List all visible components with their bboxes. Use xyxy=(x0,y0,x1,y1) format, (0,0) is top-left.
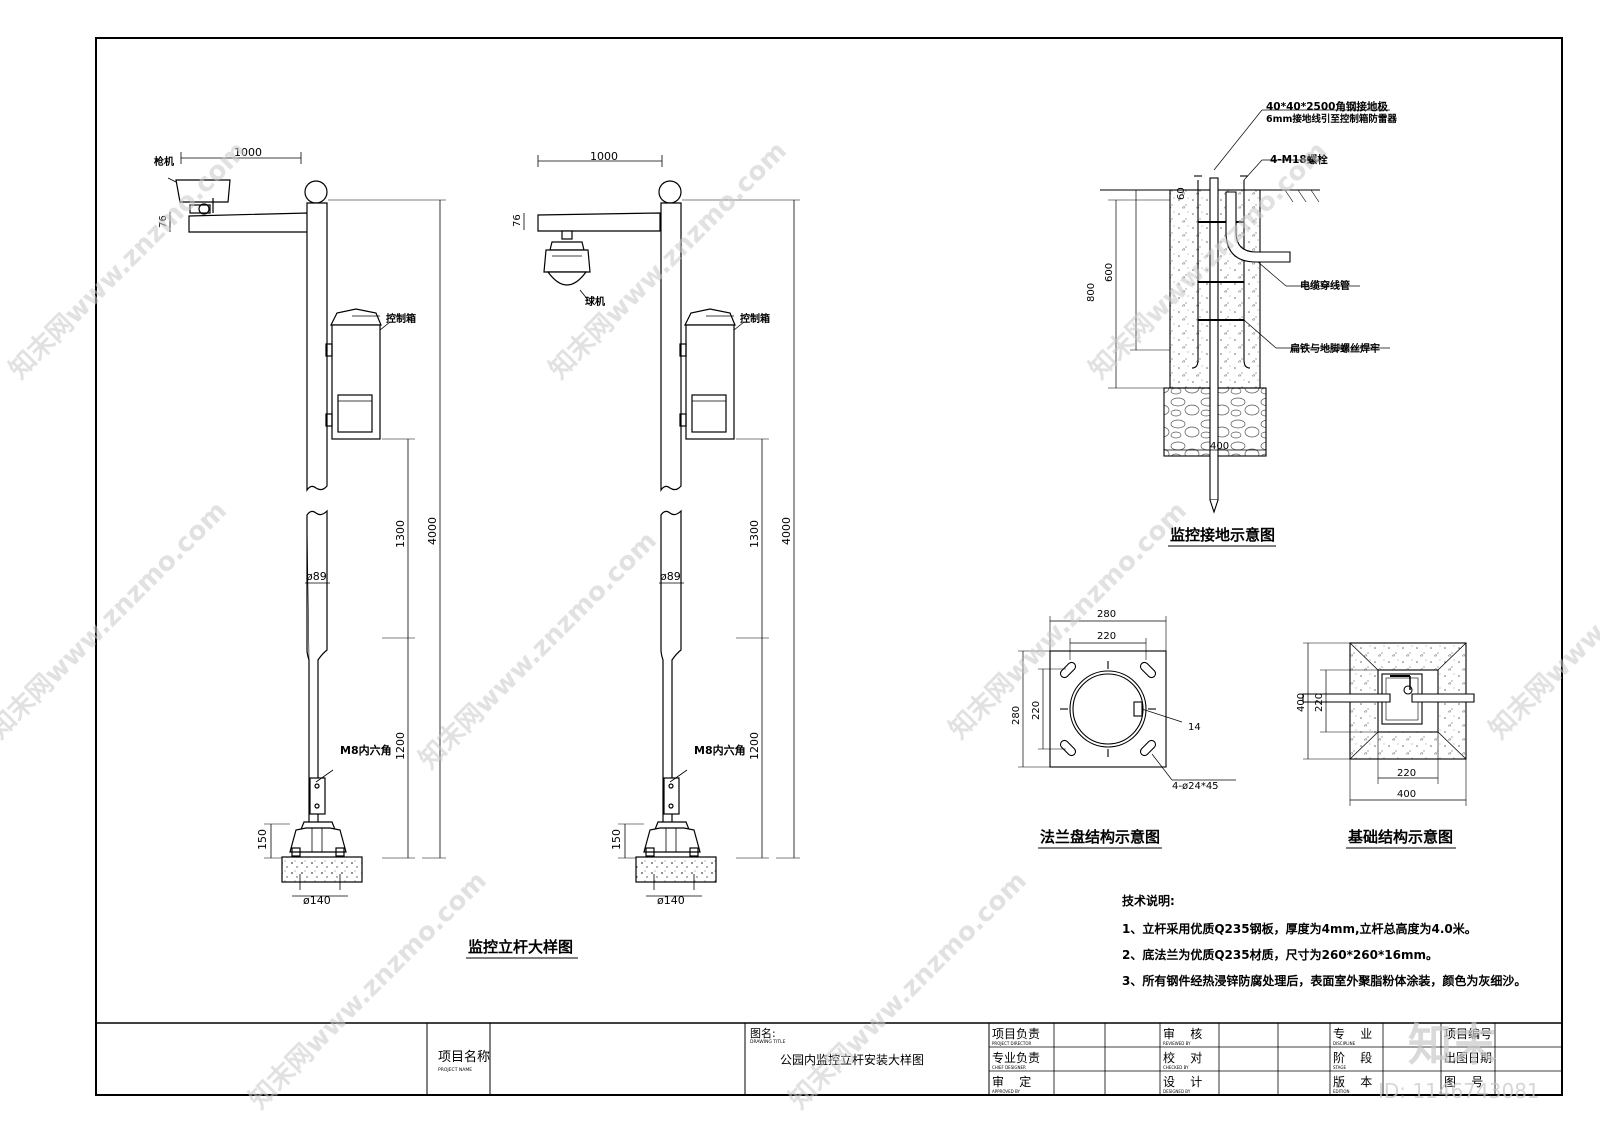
title-block xyxy=(96,1022,1562,1095)
watermark-text: 知末网www.znzmo.com xyxy=(0,496,233,745)
left-dim-base: 150 xyxy=(256,829,269,850)
left-pole-drawing xyxy=(167,152,446,897)
flange-plate-diagram xyxy=(1018,616,1236,781)
flange-dim-280-left: 280 xyxy=(1011,706,1022,725)
grounding-diagram xyxy=(1100,109,1390,514)
grounding-dim-60: 60 xyxy=(1176,187,1187,200)
title-project-name: 项目名称 xyxy=(438,1049,490,1065)
title-edition-en: EDITION xyxy=(1333,1089,1350,1094)
right-dim-total: 4000 xyxy=(780,517,793,545)
flange-dim-280-top: 280 xyxy=(1097,609,1116,620)
technical-notes: 技术说明: 1、立杆采用优质Q235钢板，厚度为4mm,立杆总高度为4.0米。 … xyxy=(1122,893,1526,988)
flange-thickness: 14 xyxy=(1188,722,1201,733)
title-project-director-en: PROJECT DIRECTOR xyxy=(992,1041,1032,1046)
right-dim-base: 150 xyxy=(610,829,623,850)
grounding-bolts: 4-M18螺栓 xyxy=(1270,153,1328,166)
right-bolt-label: M8内六角 xyxy=(694,743,746,757)
right-dim-upper: 1300 xyxy=(748,520,761,548)
title-designed-en: DESIGNED BY xyxy=(1163,1089,1191,1094)
grounding-flat-iron: 扁铁与地脚螺丝焊牢 xyxy=(1290,342,1380,355)
right-base-diameter: ø140 xyxy=(657,894,685,907)
title-designed: 设 计 xyxy=(1163,1075,1202,1089)
title-discipline: 专 业 xyxy=(1333,1026,1372,1041)
left-base-diameter: ø140 xyxy=(303,894,331,907)
title-project-director: 项目负责 xyxy=(992,1027,1040,1041)
title-drawing-label-en: DRAWING TITLE xyxy=(750,1039,786,1045)
right-dim-lower: 1200 xyxy=(748,732,761,760)
foundation-dim-220-left: 220 xyxy=(1314,693,1325,712)
title-reviewed-en: REVIEWED BY xyxy=(1163,1041,1191,1046)
title-project-name-en: PROJECT NAME xyxy=(438,1067,472,1073)
right-camera-label: 球机 xyxy=(585,295,605,308)
grounding-conduit: 电缆穿线管 xyxy=(1300,279,1350,292)
watermark-brand: 知末 xyxy=(1408,1020,1496,1071)
title-drawing-title: 公园内监控立杆安装大样图 xyxy=(780,1052,924,1067)
tech-note-1: 1、立杆采用优质Q235钢板，厚度为4mm,立杆总高度为4.0米。 xyxy=(1122,921,1477,936)
tech-note-2: 2、底法兰为优质Q235材质，尺寸为260*260*16mm。 xyxy=(1122,947,1438,962)
grounding-dim-800: 800 xyxy=(1086,283,1097,302)
title-approved-en: APPROVED BY xyxy=(992,1089,1021,1094)
watermark-text: 知末网www.znzmo.com xyxy=(1484,496,1600,745)
grounding-note-line2: 6mm接地线引至控制箱防雷器 xyxy=(1266,113,1397,125)
left-dim-lower: 1200 xyxy=(394,732,407,760)
drawing-frame xyxy=(95,37,1563,1096)
watermark-text: 知末网www.znzmo.com xyxy=(414,526,663,775)
flange-dim-220-left: 220 xyxy=(1031,701,1042,720)
right-arm-length: 1000 xyxy=(590,150,618,163)
right-pipe-diameter: ø89 xyxy=(660,570,681,583)
title-approved: 审 定 xyxy=(992,1074,1031,1089)
grounding-dim-600: 600 xyxy=(1104,263,1115,282)
foundation-title: 基础结构示意图 xyxy=(1347,828,1453,846)
grounding-dim-400: 400 xyxy=(1210,441,1229,452)
title-drawing-label: 图名: xyxy=(750,1026,776,1040)
pole-drawing-title: 监控立杆大样图 xyxy=(468,938,573,956)
flange-title: 法兰盘结构示意图 xyxy=(1040,828,1160,846)
title-reviewed: 审 核 xyxy=(1163,1026,1202,1041)
foundation-dim-400-bottom: 400 xyxy=(1397,789,1416,800)
title-checked-en: CHECKED BY xyxy=(1163,1065,1189,1070)
left-dim-upper: 1300 xyxy=(394,520,407,548)
right-arm-offset: 76 xyxy=(512,214,523,227)
left-dim-total: 4000 xyxy=(426,517,439,545)
left-arm-offset: 76 xyxy=(158,215,169,228)
flange-dim-220-top: 220 xyxy=(1097,631,1116,642)
title-chief-designer: 专业负责 xyxy=(992,1050,1040,1065)
title-checked: 校 对 xyxy=(1163,1050,1202,1065)
grounding-note-line1: 40*40*2500角钢接地极 xyxy=(1266,100,1388,113)
grounding-title: 监控接地示意图 xyxy=(1170,526,1275,544)
title-drawing-no: 图 号 xyxy=(1444,1075,1483,1089)
title-stage: 阶 段 xyxy=(1333,1050,1372,1065)
left-pipe-diameter: ø89 xyxy=(306,570,327,583)
title-project-no: 项目编号 xyxy=(1444,1026,1492,1041)
watermark-layer: 知末网www.znzmo.com 知末网www.znzmo.com 知末网www… xyxy=(0,136,1600,1115)
foundation-dim-400-left: 400 xyxy=(1296,693,1307,712)
watermark-id: ID: 1146743081 xyxy=(1378,1079,1540,1103)
left-cabinet-label: 控制箱 xyxy=(386,312,416,325)
title-chief-designer-en: CHIEF DESIGNER xyxy=(992,1065,1026,1070)
left-arm-length: 1000 xyxy=(234,146,262,159)
foundation-dim-220-bottom: 220 xyxy=(1397,768,1416,779)
watermark-text: 知末网www.znzmo.com xyxy=(244,866,493,1115)
flange-holes: 4-ø24*45 xyxy=(1172,781,1219,792)
title-date: 出图日期 xyxy=(1444,1051,1492,1065)
right-cabinet-label: 控制箱 xyxy=(740,312,770,325)
tech-notes-heading: 技术说明: xyxy=(1122,893,1175,908)
watermark-text: 知末网www.znzmo.com xyxy=(4,136,253,385)
title-edition: 版 本 xyxy=(1333,1075,1372,1089)
foundation-diagram xyxy=(1302,642,1475,806)
left-camera-label: 枪机 xyxy=(154,155,174,168)
right-pole-drawing xyxy=(523,155,800,897)
title-stage-en: STAGE xyxy=(1333,1065,1346,1070)
left-bolt-label: M8内六角 xyxy=(340,743,392,757)
tech-note-3: 3、所有钢件经热浸锌防腐处理后，表面室外聚脂粉体涂装，颜色为灰细沙。 xyxy=(1122,973,1526,988)
title-discipline-en: DISCIPLINE xyxy=(1333,1041,1356,1046)
